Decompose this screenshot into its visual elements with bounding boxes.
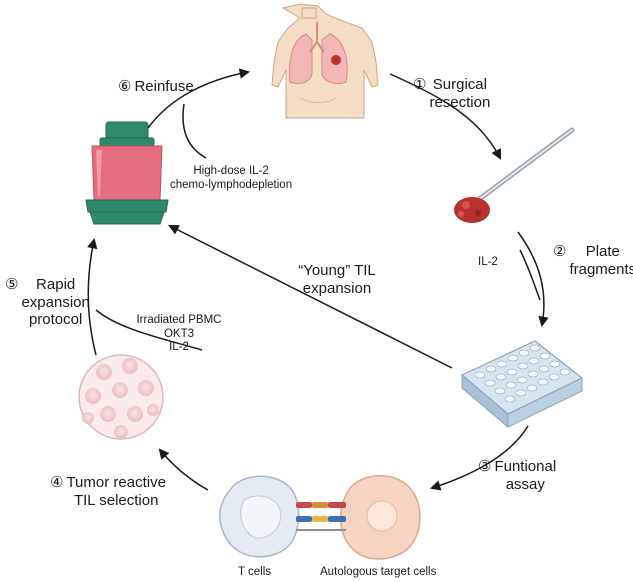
tumor-fragment-icon bbox=[454, 127, 575, 223]
step-number: ⑥ bbox=[118, 78, 132, 95]
note-line1: Irradiated PBMC bbox=[136, 314, 222, 326]
well-plate-icon bbox=[460, 340, 584, 429]
step-label-line2: fragments bbox=[569, 260, 633, 278]
t-cells-label: T cells bbox=[238, 566, 272, 578]
tcr-mhc-interaction-icon bbox=[296, 502, 346, 531]
note-high-dose: High-dose IL-2 chemo-lymphodepletion bbox=[170, 165, 292, 192]
note-young-til: “Young” TIL expansion bbox=[282, 262, 392, 297]
arrow-to-fragment bbox=[389, 73, 501, 160]
step-label-line2: assay bbox=[505, 475, 545, 493]
step-number: ① bbox=[413, 76, 427, 93]
step-label-line2: resection bbox=[429, 93, 491, 111]
bracket-rep bbox=[95, 309, 203, 351]
lung-tumor-icon bbox=[331, 55, 341, 65]
step-label-line2: expansion bbox=[21, 293, 90, 311]
step-number: ③ bbox=[478, 458, 492, 475]
bracket-high-dose bbox=[182, 103, 207, 159]
arrow-young-til bbox=[168, 225, 453, 369]
bracket-il2-plate bbox=[519, 249, 541, 301]
note-line2: OKT3 bbox=[163, 327, 195, 340]
step-label-line1: Rapid bbox=[36, 276, 76, 293]
step-reinfuse: ⑥ Reinfuse bbox=[118, 78, 194, 96]
note-line1: “Young” TIL bbox=[298, 262, 376, 279]
note-line2: chemo-lymphodepletion bbox=[170, 178, 293, 191]
step-number: ⑤ bbox=[5, 276, 19, 293]
target-cell-icon bbox=[339, 475, 421, 560]
step-label-line1: Reinfuse bbox=[134, 78, 194, 95]
note-rep-reagents: Irradiated PBMC OKT3 IL-2 bbox=[132, 314, 226, 355]
note-line1: High-dose IL-2 bbox=[193, 165, 269, 177]
patient-torso-icon bbox=[271, 3, 379, 119]
arrow-to-selection bbox=[158, 448, 209, 491]
step-label-line2: TIL selection bbox=[73, 491, 159, 509]
step-label-line1: Plate bbox=[585, 243, 620, 260]
arrow-to-assay bbox=[429, 425, 529, 491]
target-cells-label: Autologous target cells bbox=[320, 566, 437, 578]
arrow-to-patient bbox=[147, 68, 251, 129]
note-line3: IL-2 bbox=[169, 341, 189, 354]
step-number: ② bbox=[553, 243, 567, 260]
note-line2: expansion bbox=[302, 279, 372, 297]
t-cell-icon bbox=[219, 475, 300, 558]
step-label-line1: Tumor reactive bbox=[66, 474, 166, 491]
note-il2-plate: IL-2 bbox=[478, 256, 498, 268]
arrow-to-plate bbox=[517, 231, 549, 328]
process-arrows bbox=[87, 68, 549, 491]
step-label-line3: protocol bbox=[28, 311, 83, 329]
step-label-line1: Funtional bbox=[494, 458, 557, 475]
cell-culture-icon bbox=[78, 354, 164, 440]
step-label-line1: Surgical bbox=[432, 76, 487, 93]
infusion-bag-icon bbox=[85, 121, 169, 225]
arrow-to-bag bbox=[87, 237, 98, 356]
step-number: ④ bbox=[50, 474, 64, 491]
